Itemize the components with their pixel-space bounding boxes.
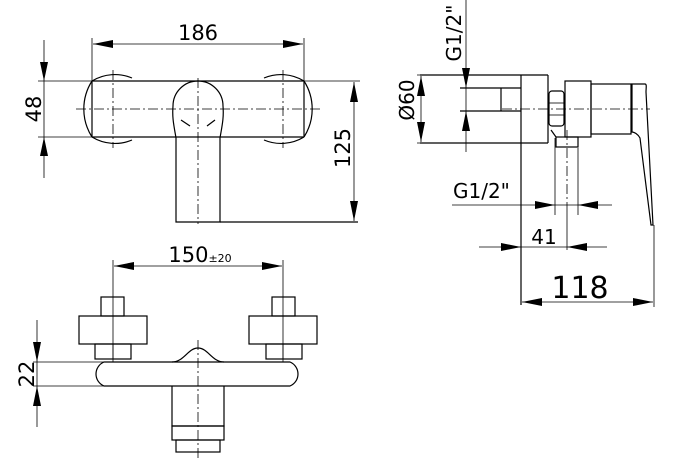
front-view: 150±20 22	[15, 243, 318, 458]
dimension-outlet-thread: G1/2"	[452, 138, 612, 215]
side-view: G1/2" Ø60 G1/2" 41	[395, 0, 655, 307]
dimension-label-125: 125	[331, 128, 355, 168]
dimension-label-41: 41	[531, 225, 556, 249]
dimension-label-48: 48	[22, 96, 46, 123]
dimension-label-118: 118	[551, 271, 608, 306]
dimension-118: 118	[522, 225, 655, 307]
dimension-41: 41	[479, 212, 607, 251]
dimension-inlet-thread: G1/2"	[442, 0, 470, 152]
top-view: 186 48	[22, 21, 360, 224]
dimension-22: 22	[15, 320, 104, 427]
dimension-125: 125	[304, 80, 360, 221]
dimension-label-186: 186	[178, 21, 218, 45]
dimension-48: 48	[22, 40, 92, 178]
inlet-spacing-value: 150	[168, 243, 208, 267]
dimension-150: 150±20	[112, 243, 284, 362]
dimension-label-22: 22	[15, 361, 39, 388]
dimension-186: 186	[91, 21, 305, 82]
inlet-spacing-tolerance: ±20	[208, 252, 231, 265]
dimension-label-diameter: Ø60	[395, 79, 419, 120]
dimension-label-150: 150±20	[168, 243, 231, 267]
dimension-label-inlet-thread: G1/2"	[442, 5, 466, 62]
dimension-diameter-60: Ø60	[395, 74, 440, 144]
dimension-label-outlet-thread: G1/2"	[453, 179, 510, 203]
